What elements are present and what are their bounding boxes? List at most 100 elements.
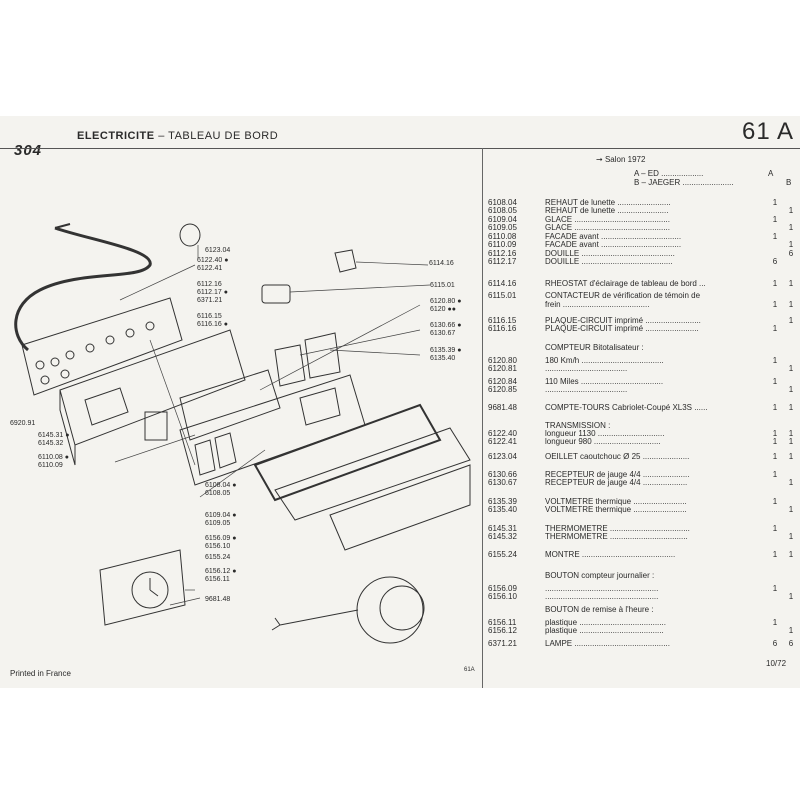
parts-ref: 6130.67 [488,478,517,487]
footer-code: 61A [464,667,475,673]
parts-desc: COMPTE-TOURS Cabriolet-Coupé XL3S ...... [545,403,708,412]
callout-line: 6135.40 [430,355,456,362]
parts-desc: THERMOMETRE ............................… [545,532,688,541]
grommet-drawing [179,223,201,247]
parts-desc: plastique ..............................… [545,618,666,627]
legend-a: A – ED ................... A [634,169,774,178]
callout-line: 6156.12 ● [205,568,237,575]
parts-ref: 6156.10 [488,592,517,601]
parts-ref: 6110.08 [488,232,517,241]
parts-a: 1 [772,470,778,479]
parts-row: 6108.05 REHAUT de lunette ...............… [488,206,796,216]
parts-desc: GLACE ..................................… [545,223,670,232]
callout-line: 6116.16 ● [197,321,228,328]
parts-desc: DOUILLE ................................… [545,249,675,258]
callout-label: 6920.91 [10,420,35,428]
callout-label: 6114.16 [429,260,454,268]
parts-a: 1 [772,524,778,533]
parts-desc: ..................................... [545,385,628,394]
callout-line: 6108.05 [205,490,231,497]
parts-desc: BOUTON compteur journalier : [545,571,655,580]
parts-ref: 6156.12 [488,626,517,635]
parts-ref: 6130.66 [488,470,517,479]
parts-desc: REHAUT de lunette ......................… [545,198,671,207]
parts-desc: CONTACTEUR de vérification de témoin de [545,291,701,300]
parts-desc: OEILLET caoutchouc Ø 25 ................… [545,452,690,461]
legend-b: B – JAEGER ....................... B [634,178,792,187]
parts-desc: DOUILLE ................................… [545,257,673,266]
parts-row: 6156.11 plastique ......................… [488,618,796,628]
callout-line: 6112.16 [197,281,222,288]
callout-line: 6130.67 [430,330,456,337]
callout-line: 6112.17 ● [197,289,228,296]
callout-line: 6155.24 [205,554,231,561]
parts-b: 1 [788,592,794,601]
parts-b: 1 [788,364,794,373]
parts-ref: 6108.04 [488,198,517,207]
cable-drawing [14,226,152,352]
callout-label: 6156.09 ●6156.10 [205,535,236,551]
parts-desc: COMPTEUR Bitotalisateur : [545,343,644,352]
parts-ref: 6109.05 [488,223,517,232]
parts-b: 1 [788,300,794,309]
printed-note: Printed in France [10,669,71,678]
parts-b: 1 [788,532,794,541]
parts-ref: 6115.01 [488,291,517,300]
callout-label: 9681.48 [205,596,230,604]
callout-line: 6156.10 [205,543,231,550]
callout-line: 6110.08 ● [38,454,69,461]
parts-desc: VOLTMETRE thermique ....................… [545,505,687,514]
callout-label: 6135.39 ●6135.40 [430,347,461,363]
dial-face-drawing [179,369,281,441]
parts-ref: 6123.04 [488,452,517,461]
callout-line: 6130.66 ● [430,322,462,329]
callout-label: 6115.01 [430,282,455,290]
parts-desc: PLAQUE-CIRCUIT imprimé .................… [545,316,701,325]
parts-desc: longueur 1130 ..........................… [545,429,665,438]
parts-b: 1 [788,437,794,446]
parts-ref: 6156.11 [488,618,517,627]
parts-desc: BOUTON de remise à l'heure : [545,605,654,614]
parts-desc: FACADE avant ...........................… [545,232,682,241]
parts-ref: 6156.09 [488,584,517,593]
parts-ref: 6135.39 [488,497,517,506]
parts-ref: 6112.16 [488,249,517,258]
column-divider [482,148,483,688]
parts-row: BOUTON compteur journalier : [488,571,796,581]
callout-line: 6110.09 [38,462,63,469]
parts-ref: 6145.32 [488,532,517,541]
housing-drawing [59,329,246,446]
parts-row: 6115.01 CONTACTEUR de vérification de tém… [488,291,796,301]
parts-desc: VOLTMETRE thermique ....................… [545,497,687,506]
callout-line: 6156.09 ● [205,535,237,542]
salon-header: ➞ Salon 1972 [596,155,646,164]
parts-b: 1 [788,626,794,635]
callout-line: 6371.21 [197,297,223,304]
parts-b: 1 [788,223,794,232]
callout-label: 6122.40 ●6122.41 [197,257,228,273]
parts-desc: longueur 980 ...........................… [545,437,661,446]
parts-row: 6108.04 REHAUT de lunette ...............… [488,198,796,208]
parts-desc: ..................................... [545,364,628,373]
parts-ref: 6122.41 [488,437,517,446]
parts-desc: REHAUT de lunette ......................… [545,206,669,215]
parts-a: 1 [772,215,778,224]
header-divider [0,148,800,149]
parts-b: 1 [788,316,794,325]
parts-desc: THERMOMETRE ............................… [545,524,690,533]
parts-ref: 6108.05 [488,206,517,215]
callout-line: 6123.04 [205,247,231,254]
callout-label: 6130.66 ●6130.67 [430,322,461,338]
parts-b: 6 [788,639,794,648]
parts-b: 6 [788,249,794,258]
model-number: 304 [14,142,43,159]
parts-ref: 6122.40 [488,429,517,438]
callout-line: 6122.41 [197,265,223,272]
parts-desc: GLACE ..................................… [545,215,670,224]
parts-a: 1 [772,279,778,288]
